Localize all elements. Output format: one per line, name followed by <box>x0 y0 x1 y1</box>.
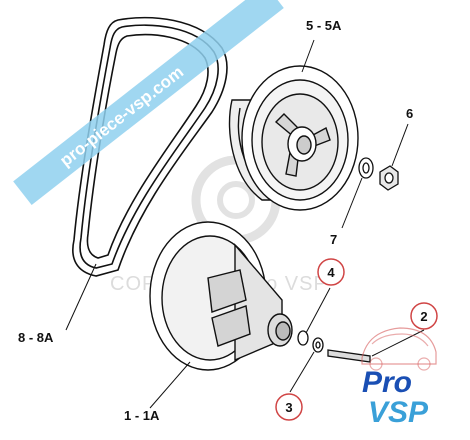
pro-vsp-logo: Pro VSP <box>361 327 437 429</box>
svg-text:3: 3 <box>285 400 292 415</box>
svg-text:VSP: VSP <box>368 396 429 429</box>
spacer-parts <box>297 330 324 353</box>
washer <box>358 157 374 179</box>
site-banner-text: pro-piece-vsp.com <box>56 62 187 170</box>
leader-lines <box>65 39 425 409</box>
drive-pulley <box>149 221 293 371</box>
callout-shaft: 2 <box>410 302 438 330</box>
svg-text:Pro: Pro <box>362 366 412 399</box>
callout-spacer-washer: 3 <box>275 393 303 421</box>
nut <box>379 165 399 191</box>
callout-spacer-ring: 4 <box>317 258 345 286</box>
svg-text:4: 4 <box>327 265 335 280</box>
label-nut: 6 <box>406 106 413 121</box>
label-belt: 8 - 8A <box>18 330 54 345</box>
label-washer: 7 <box>330 232 337 247</box>
driven-pulley <box>228 65 359 211</box>
svg-text:2: 2 <box>420 309 427 324</box>
label-drive-pulley: 1 - 1A <box>124 408 160 423</box>
label-driven-pulley: 5 - 5A <box>306 18 342 33</box>
car-icon <box>361 327 437 371</box>
